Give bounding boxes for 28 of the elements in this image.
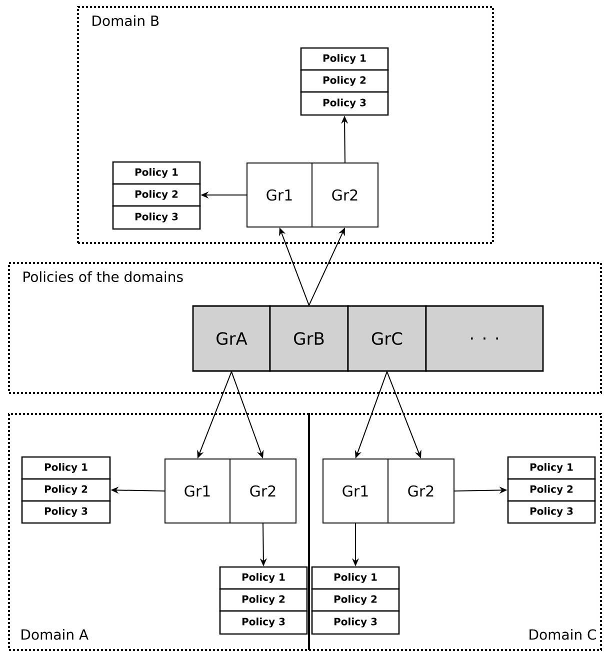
policy-cell: Policy 3 — [311, 610, 400, 635]
policy-cell: Policy 1 — [507, 456, 596, 480]
group-cell: GrC — [347, 305, 427, 372]
group-box: Gr2 — [388, 458, 454, 524]
policy-cell: Policy 1 — [219, 566, 308, 590]
policy-cell: Policy 2 — [21, 478, 111, 502]
group-cell: GrB — [269, 305, 349, 372]
policy-cell: Policy 3 — [507, 500, 596, 524]
group-box: Gr2 — [230, 458, 296, 524]
group-box: Gr1 — [322, 458, 388, 524]
policy-cell: Policy 2 — [112, 183, 201, 207]
policy-cell: Policy 3 — [112, 205, 201, 230]
policy-cell: Policy 3 — [300, 91, 389, 116]
policy-cell: Policy 2 — [311, 588, 400, 612]
group-box: Gr2 — [312, 162, 378, 228]
policy-cell: Policy 2 — [219, 588, 308, 612]
policy-cell: Policy 1 — [112, 161, 201, 185]
policy-cell: Policy 2 — [507, 478, 596, 502]
policy-cell: Policy 3 — [219, 610, 308, 635]
policy-cell: Policy 3 — [21, 500, 111, 524]
policy-cell: Policy 1 — [300, 47, 389, 71]
group-box: Gr1 — [164, 458, 230, 524]
group-cell: . . . — [425, 305, 544, 372]
policy-cell: Policy 1 — [311, 566, 400, 590]
group-box: Gr1 — [246, 162, 312, 228]
policy-cell: Policy 2 — [300, 69, 389, 93]
group-cell: GrA — [192, 305, 271, 372]
policy-cell: Policy 1 — [21, 456, 111, 480]
